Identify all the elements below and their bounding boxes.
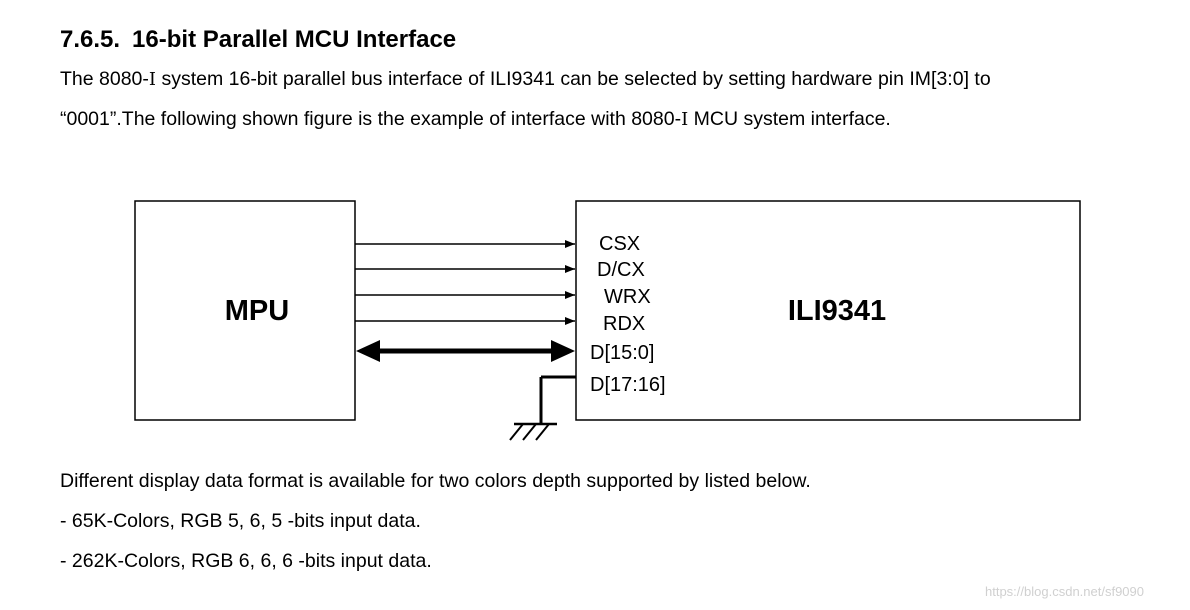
format-item-65k: - 65K-Colors, RGB 5, 6, 5 -bits input da… xyxy=(60,510,421,532)
roman-numeral: Ⅰ xyxy=(681,109,689,130)
pin-label-dcx: D/CX xyxy=(597,259,645,281)
intro-paragraph-line-2: “0001”.The following shown figure is the… xyxy=(60,108,891,131)
ili9341-label: ILI9341 xyxy=(788,295,886,327)
section-heading: 7.6.5. 16-bit Parallel MCU Interface xyxy=(60,26,456,54)
ground-symbol xyxy=(509,375,576,441)
formats-intro: Different display data format is availab… xyxy=(60,470,811,492)
format-item-262k: - 262K-Colors, RGB 6, 6, 6 -bits input d… xyxy=(60,550,432,572)
intro-text: “0001”.The following shown figure is the… xyxy=(60,108,682,130)
intro-text: The 8080- xyxy=(60,68,149,90)
intro-text: system 16-bit parallel bus interface of … xyxy=(156,68,991,90)
intro-text: MCU system interface. xyxy=(688,108,891,130)
pin-label-d15-0: D[15:0] xyxy=(590,342,654,364)
section-title: 16-bit Parallel MCU Interface xyxy=(132,26,457,53)
section-number: 7.6.5. xyxy=(60,26,121,53)
roman-numeral: Ⅰ xyxy=(148,69,157,90)
ili9341-box xyxy=(575,200,1081,421)
mpu-label: MPU xyxy=(225,295,289,327)
pin-label-csx: CSX xyxy=(599,233,640,255)
data-bus-bidirectional-arrow xyxy=(356,340,575,362)
pin-label-rdx: RDX xyxy=(603,313,645,335)
pin-label-d17-16: D[17:16] xyxy=(590,374,666,396)
intro-paragraph-line-1: The 8080-Ⅰ system 16-bit parallel bus in… xyxy=(60,68,991,91)
pin-label-wrx: WRX xyxy=(604,286,651,308)
watermark: https://blog.csdn.net/sf9090 xyxy=(985,584,1144,599)
mpu-box xyxy=(134,200,356,421)
